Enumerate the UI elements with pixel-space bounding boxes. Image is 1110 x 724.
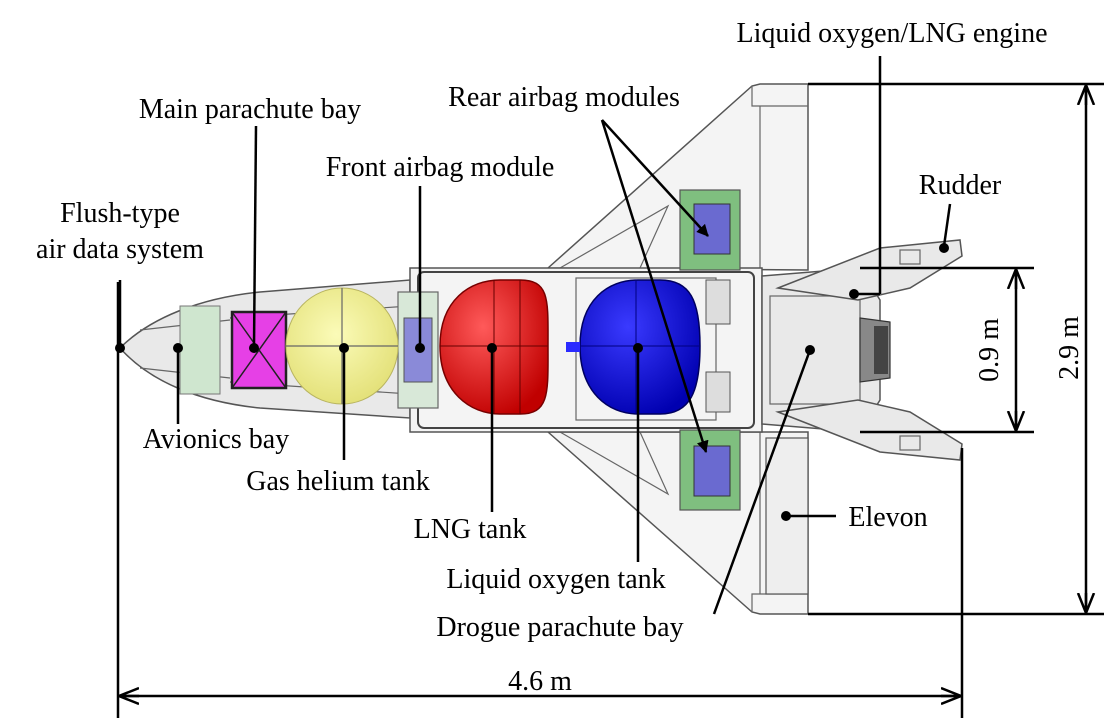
label-gas-helium-tank: Gas helium tank <box>246 466 430 497</box>
label-drogue-parachute-bay: Drogue parachute bay <box>436 612 683 643</box>
label-main-parachute-bay: Main parachute bay <box>139 94 361 125</box>
label-flush-air-data-2: air data system <box>36 234 204 265</box>
label-avionics-bay: Avionics bay <box>143 424 289 455</box>
label-rear-airbag-modules: Rear airbag modules <box>448 82 680 113</box>
fuselage-width-dimension: 0.9 m <box>974 318 1005 382</box>
lower-wing <box>546 431 809 615</box>
leader-lines <box>115 56 952 615</box>
label-lng-tank: LNG tank <box>414 514 527 545</box>
labels: Flush-type air data system Main parachut… <box>36 18 1048 643</box>
label-front-airbag-module: Front airbag module <box>326 152 555 183</box>
label-flush-air-data-1: Flush-type <box>60 198 180 229</box>
upper-wing <box>546 83 809 271</box>
label-liquid-oxygen-tank: Liquid oxygen tank <box>446 564 665 595</box>
span-dimension: 2.9 m <box>1054 316 1085 380</box>
dimension-lines: 4.6 m 2.9 m 0.9 m <box>116 82 1104 718</box>
vehicle-body <box>118 83 963 615</box>
label-rudder: Rudder <box>919 170 1002 201</box>
label-lox-lng-engine: Liquid oxygen/LNG engine <box>736 18 1047 49</box>
lower-rudder <box>775 399 963 461</box>
label-elevon: Elevon <box>848 502 927 533</box>
length-dimension: 4.6 m <box>508 666 572 697</box>
